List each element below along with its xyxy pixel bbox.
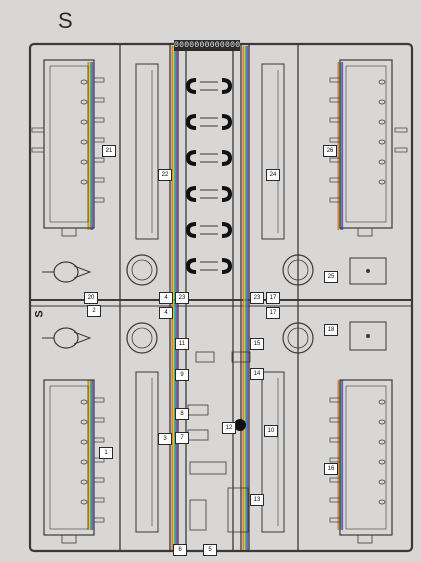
clip-part	[221, 222, 233, 238]
part-number-26: 26	[323, 145, 337, 157]
part-number-17a: 17	[266, 292, 280, 304]
clip-part	[185, 258, 197, 274]
part-number-25: 25	[324, 271, 338, 283]
clip-part	[185, 150, 197, 166]
clip-part	[185, 186, 197, 202]
clip-part	[185, 78, 197, 94]
part-18-plate	[349, 321, 387, 351]
part-number-23b: 23	[250, 292, 264, 304]
part-number-8: 8	[175, 408, 189, 420]
clip-part	[185, 114, 197, 130]
part-4-ring-bottom	[126, 322, 158, 354]
part-26-panel	[339, 59, 393, 229]
part-12-knob	[234, 419, 246, 431]
part-number-7: 7	[175, 432, 189, 444]
part-22-strip	[135, 63, 159, 240]
part-9-bracket	[195, 351, 215, 363]
clip-part	[221, 186, 233, 202]
part-number-15: 15	[250, 338, 264, 350]
sheet-letter: S	[58, 8, 73, 33]
part-7-bracket	[187, 429, 209, 441]
part-8-bracket	[187, 404, 209, 416]
sprue-code-label: 0000000000000	[174, 40, 241, 51]
part-number-6: 6	[173, 544, 187, 556]
part-number-12: 12	[222, 422, 236, 434]
part-11-bar	[189, 461, 227, 475]
part-2-lamp	[53, 327, 79, 349]
part-25-plate	[349, 257, 387, 285]
part-number-4a: 4	[159, 292, 173, 304]
part-20-lamp	[53, 261, 79, 283]
part-number-1: 1	[99, 447, 113, 459]
part-number-9: 9	[175, 369, 189, 381]
clip-part	[221, 78, 233, 94]
part-number-21: 21	[102, 145, 116, 157]
part-number-23a: 23	[175, 292, 189, 304]
part-14-bracket	[231, 351, 251, 363]
part-number-14: 14	[250, 368, 264, 380]
part-number-13: 13	[250, 494, 264, 506]
clip-part	[221, 258, 233, 274]
part-number-24: 24	[266, 169, 280, 181]
part-number-18: 18	[324, 324, 338, 336]
part-4-ring-top	[126, 254, 158, 286]
part-number-11: 11	[175, 338, 189, 350]
part-3-strip	[135, 371, 159, 533]
part-number-20: 20	[84, 292, 98, 304]
part-number-4b: 4	[159, 307, 173, 319]
part-13-frame	[227, 487, 249, 533]
part-6-frame	[189, 499, 207, 531]
part-number-16: 16	[324, 463, 338, 475]
part-17-ring-top	[282, 254, 314, 286]
part-number-3: 3	[158, 433, 172, 445]
part-number-17b: 17	[266, 307, 280, 319]
clip-part	[185, 222, 197, 238]
sprue-side-letter: S	[33, 310, 46, 318]
clip-part	[221, 150, 233, 166]
part-number-2: 2	[87, 305, 101, 317]
clip-part	[221, 114, 233, 130]
part-17-ring-bottom	[282, 322, 314, 354]
part-number-5: 5	[203, 544, 217, 556]
part-number-22: 22	[158, 169, 172, 181]
part-21-panel	[43, 59, 95, 229]
part-10-strip	[261, 371, 285, 533]
part-number-10: 10	[264, 425, 278, 437]
part-24-strip	[261, 63, 285, 240]
